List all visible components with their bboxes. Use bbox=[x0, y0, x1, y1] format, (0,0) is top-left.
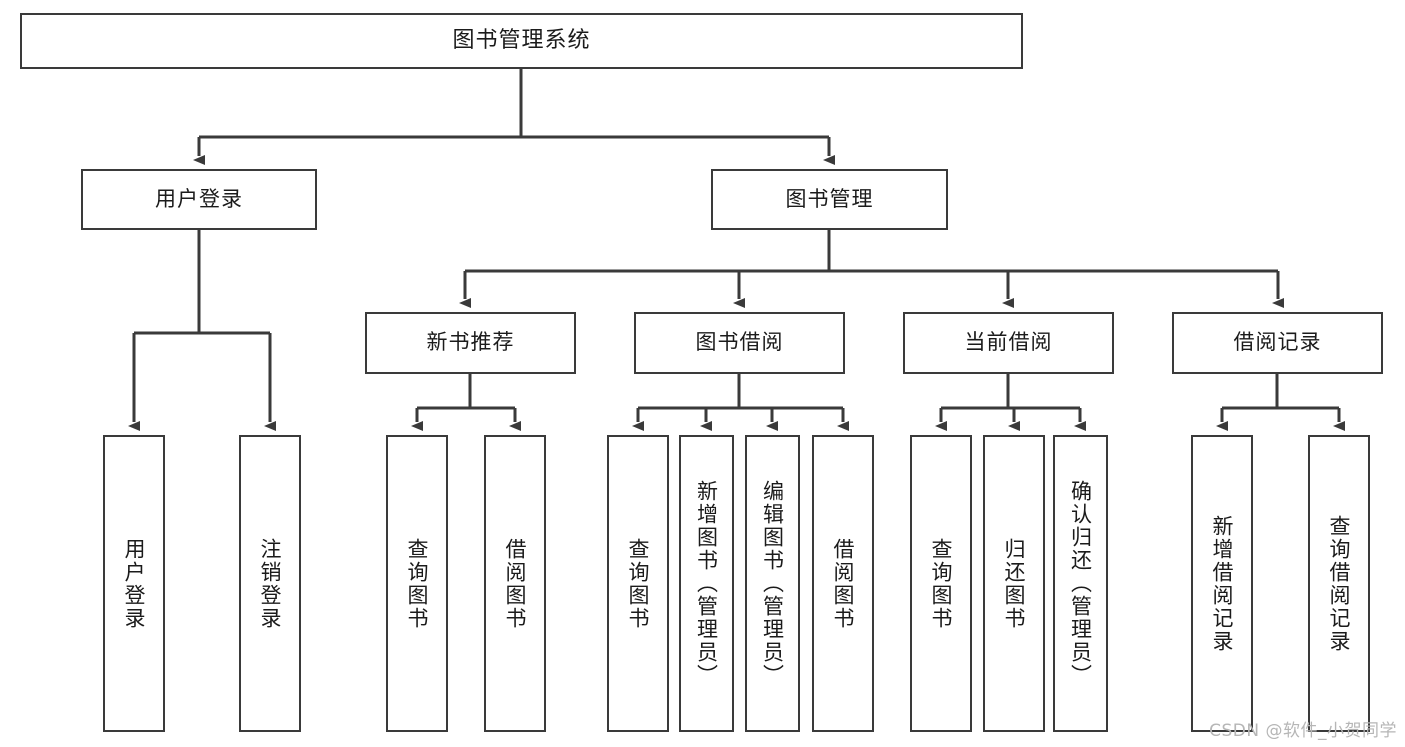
node-leaf-编辑图书管理员-6[interactable]: 编辑图书（管理员） bbox=[745, 435, 800, 732]
node-label: 图书管理系统 bbox=[452, 27, 591, 53]
node-label: 用户登录 bbox=[122, 537, 146, 630]
node-leaf-新增借阅记录-11[interactable]: 新增借阅记录 bbox=[1191, 435, 1253, 732]
node-leaf-用户登录-0[interactable]: 用户登录 bbox=[103, 435, 165, 732]
node-label: 归还图书 bbox=[1002, 537, 1026, 630]
node-level1-用户登录-0[interactable]: 用户登录 bbox=[81, 169, 317, 230]
watermark-text: CSDN @软件_小贺同学 bbox=[1209, 721, 1397, 741]
node-leaf-查询图书-8[interactable]: 查询图书 bbox=[910, 435, 972, 732]
node-leaf-确认归还管理员-10[interactable]: 确认归还（管理员） bbox=[1053, 435, 1108, 732]
node-leaf-归还图书-9[interactable]: 归还图书 bbox=[983, 435, 1045, 732]
node-label: 编辑图书（管理员） bbox=[760, 480, 785, 687]
node-label: 当前借阅 bbox=[964, 330, 1053, 355]
node-label: 查询借阅记录 bbox=[1327, 514, 1351, 653]
node-label: 确认归还（管理员） bbox=[1068, 480, 1093, 687]
node-label: 借阅图书 bbox=[831, 537, 855, 630]
node-label: 图书借阅 bbox=[695, 330, 784, 355]
node-level2-借阅记录-3[interactable]: 借阅记录 bbox=[1172, 312, 1383, 374]
node-label: 新书推荐 bbox=[426, 330, 515, 355]
node-leaf-查询借阅记录-12[interactable]: 查询借阅记录 bbox=[1308, 435, 1370, 732]
node-label: 注销登录 bbox=[258, 537, 282, 630]
node-label: 新增借阅记录 bbox=[1210, 514, 1234, 653]
node-level1-图书管理-1[interactable]: 图书管理 bbox=[711, 169, 948, 230]
node-label: 图书管理 bbox=[785, 186, 874, 211]
node-label: 借阅图书 bbox=[503, 537, 527, 630]
node-leaf-借阅图书-7[interactable]: 借阅图书 bbox=[812, 435, 874, 732]
node-leaf-注销登录-1[interactable]: 注销登录 bbox=[239, 435, 301, 732]
node-level2-图书借阅-1[interactable]: 图书借阅 bbox=[634, 312, 845, 374]
node-label: 查询图书 bbox=[626, 537, 650, 630]
node-label: 查询图书 bbox=[405, 537, 429, 630]
node-leaf-查询图书-2[interactable]: 查询图书 bbox=[386, 435, 448, 732]
node-level2-新书推荐-0[interactable]: 新书推荐 bbox=[365, 312, 576, 374]
node-label: 查询图书 bbox=[929, 537, 953, 630]
node-leaf-查询图书-4[interactable]: 查询图书 bbox=[607, 435, 669, 732]
node-root-图书管理系统[interactable]: 图书管理系统 bbox=[20, 13, 1023, 69]
node-leaf-新增图书管理员-5[interactable]: 新增图书（管理员） bbox=[679, 435, 734, 732]
node-leaf-借阅图书-3[interactable]: 借阅图书 bbox=[484, 435, 546, 732]
node-label: 借阅记录 bbox=[1233, 330, 1322, 355]
node-level2-当前借阅-2[interactable]: 当前借阅 bbox=[903, 312, 1114, 374]
node-label: 新增图书（管理员） bbox=[694, 480, 719, 687]
node-label: 用户登录 bbox=[155, 186, 243, 211]
